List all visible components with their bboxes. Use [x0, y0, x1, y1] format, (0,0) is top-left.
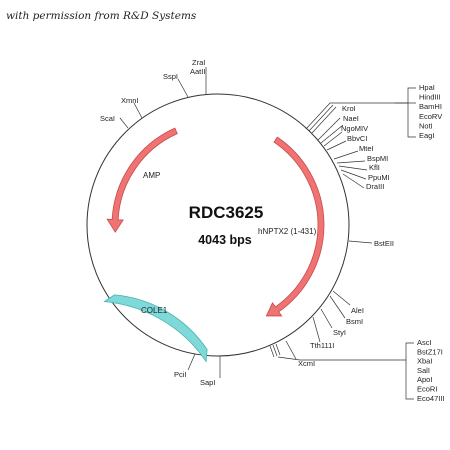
mcs-bottom-tick: [269, 345, 275, 358]
site-sali: SalI: [417, 366, 430, 375]
site-ecorv: EcoRV: [419, 112, 442, 121]
site-hindiii: HindIII: [419, 93, 441, 102]
mcs-top-bracket: [407, 87, 416, 138]
draiii-tick: [342, 173, 365, 189]
site-bsmi: BsmI: [346, 317, 363, 326]
bspmi-tick: [336, 160, 366, 164]
site-eco47iii: Eco47III: [417, 394, 445, 403]
site-xbai: XbaI: [417, 357, 432, 366]
site-aatii: AatII: [190, 67, 205, 76]
site-hpai: HpaI: [419, 83, 435, 92]
site-bbvci: BbvCI: [347, 134, 367, 143]
plasmid-size: 4043 bps: [198, 233, 252, 247]
tth111i-tick: [312, 316, 321, 343]
mcs-bottom-bracket: [405, 342, 414, 400]
kroi-tick: [317, 117, 341, 141]
scai-tick: [119, 117, 129, 129]
site-tth111i: Tth111I: [310, 341, 334, 350]
sspi-tick: [177, 78, 189, 98]
kfli-tick: [338, 165, 368, 171]
mcs-top-tick: [305, 102, 331, 130]
site-scai: ScaI: [100, 114, 115, 123]
site-bspmi: BspMI: [367, 154, 388, 163]
site-naei: NaeI: [343, 114, 359, 123]
site-styi: StyI: [333, 328, 346, 337]
insert-label: hNPTX2 (1-431): [258, 227, 317, 236]
xcmi-tick: [285, 340, 297, 360]
credit-text: with permission from R&D Systems: [6, 10, 197, 22]
site-alei: AleI: [351, 306, 364, 315]
site-sspi: SspI: [163, 72, 178, 81]
site-asci: AscI: [417, 338, 432, 347]
site-noti: NotI: [419, 121, 433, 130]
site-bsteii: BstEII: [374, 239, 394, 248]
insert-feature-arrow: [265, 136, 325, 317]
bbvci-tick: [326, 140, 347, 151]
site-bstz17i: BstZ17I: [417, 347, 443, 356]
mtei-tick: [333, 150, 359, 160]
alei-tick: [332, 290, 351, 306]
site-zral: ZraI: [192, 58, 205, 67]
ppumi-tick: [340, 169, 367, 180]
site-kroi: KroI: [342, 104, 356, 113]
backbone-circle: [86, 93, 350, 357]
site-xcmi: XcmI: [298, 359, 315, 368]
site-sapi: SapI: [200, 378, 215, 387]
amp-label: AMP: [143, 171, 160, 180]
site-pcii: PciI: [174, 370, 187, 379]
site-ecori: EcoRI: [417, 385, 437, 394]
site-ppumi: PpuMI: [368, 173, 390, 182]
bsteii-tick: [348, 240, 373, 244]
amp-feature-arrow: [106, 127, 178, 233]
site-bamhi: BamHI: [419, 102, 442, 111]
site-eagi: EagI: [419, 131, 434, 140]
styi-tick: [320, 308, 333, 329]
ngomiv-tick: [323, 131, 343, 147]
site-mtei: MteI: [359, 144, 374, 153]
bsmi-tick: [329, 295, 346, 319]
xmni-tick: [133, 102, 143, 119]
site-xmni: XmnI: [121, 96, 139, 105]
site-draiii: DraIII: [366, 182, 384, 191]
site-ngomiv: NgoMIV: [341, 124, 368, 133]
cole1-origin-band: [103, 294, 208, 363]
cole1-label: COLE1: [141, 306, 168, 315]
plasmid-name: RDC3625: [189, 203, 264, 222]
site-apoi: ApoI: [417, 375, 432, 384]
site-kfli: KflI: [369, 163, 380, 172]
pcii-tick: [187, 353, 196, 371]
naei-tick: [320, 124, 344, 144]
